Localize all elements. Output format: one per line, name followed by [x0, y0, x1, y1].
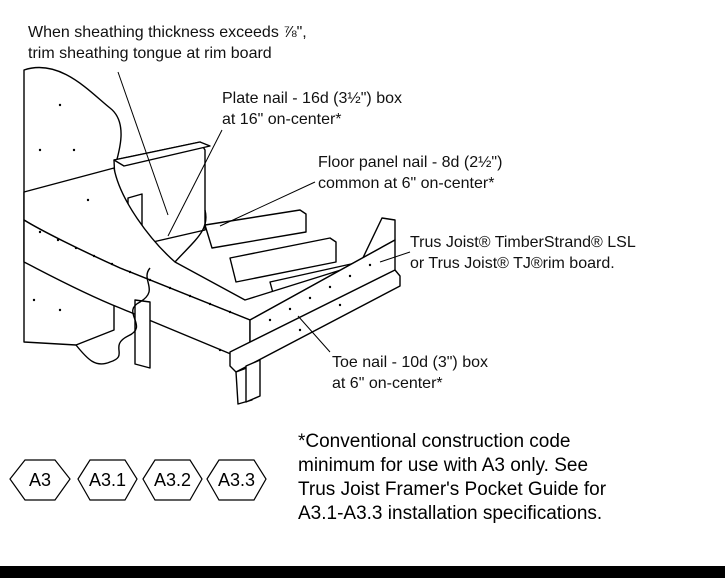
badge-a3: A3: [9, 459, 71, 501]
rim-board-leader: [379, 251, 411, 263]
plate-nail-leader: [167, 129, 223, 237]
sheathing-callout-line1: When sheathing thickness exceeds ⅞",: [28, 24, 307, 41]
badge-a3-2: A3.2: [142, 459, 203, 501]
floor-panel-nail-callout: Floor panel nail - 8d (2½") common at 6"…: [318, 152, 502, 194]
lower-wall-stud: [245, 359, 261, 403]
lower-wall-post-left: [134, 299, 151, 369]
badge-label: A3.1: [89, 470, 126, 490]
sill-plate: [229, 269, 401, 373]
footnote-line3: Trus Joist Framer's Pocket Guide for: [298, 479, 607, 500]
leader-lines: [117, 71, 411, 353]
toe-nail-callout: Toe nail - 10d (3") box at 6" on-center*: [332, 352, 488, 394]
toe-nail-leader: [297, 315, 331, 353]
floor-joist-2: [229, 237, 337, 283]
back-plate-top: [113, 141, 211, 167]
badge-a3-3: A3.3: [206, 459, 267, 501]
bottom-bar: [0, 566, 725, 578]
plate-nail-callout-line2: at 16" on-center*: [222, 111, 342, 128]
sheathing-callout-line2: trim sheathing tongue at rim board: [28, 45, 272, 62]
toe-nail-callout-line2: at 6" on-center*: [332, 375, 443, 392]
floor-joist-1: [204, 209, 307, 249]
plate-nail-callout-line1: Plate nail - 16d (3½") box: [222, 90, 402, 107]
footnote-line1: *Conventional construction code: [298, 431, 571, 452]
toe-nail-callout-line1: Toe nail - 10d (3") box: [332, 354, 488, 371]
footnote: *Conventional construction code minimum …: [298, 430, 606, 526]
rim-board-callout: Trus Joist® TimberStrand® LSL or Trus Jo…: [410, 232, 636, 274]
badge-label: A3.2: [154, 470, 191, 490]
badge-label: A3.3: [218, 470, 255, 490]
floor-panel-nail-callout-line1: Floor panel nail - 8d (2½"): [318, 154, 503, 171]
footnote-line2: minimum for use with A3 only. See: [298, 455, 589, 476]
floor-panel-nail-callout-line2: common at 6" on-center*: [318, 175, 495, 192]
footnote-line4: A3.1-A3.3 installation specifications.: [298, 503, 603, 524]
plate-nail-callout: Plate nail - 16d (3½") box at 16" on-cen…: [222, 88, 402, 130]
break-line: [75, 267, 151, 365]
nail-pattern: [32, 103, 372, 352]
badge-a3-1: A3.1: [77, 459, 138, 501]
sheathing-callout: When sheathing thickness exceeds ⅞", tri…: [28, 22, 307, 64]
badge-label: A3: [29, 470, 51, 490]
rim-board-callout-line1: Trus Joist® TimberStrand® LSL: [410, 234, 636, 251]
floor-panel-nail-leader: [219, 181, 316, 227]
hex-badges: A3 A3.1 A3.2 A3.3: [9, 459, 267, 501]
sheathing-leader: [117, 71, 169, 216]
rim-board-callout-line2: or Trus Joist® TJ®rim board.: [410, 255, 615, 272]
sheathing-tongue-edge: [174, 209, 207, 263]
